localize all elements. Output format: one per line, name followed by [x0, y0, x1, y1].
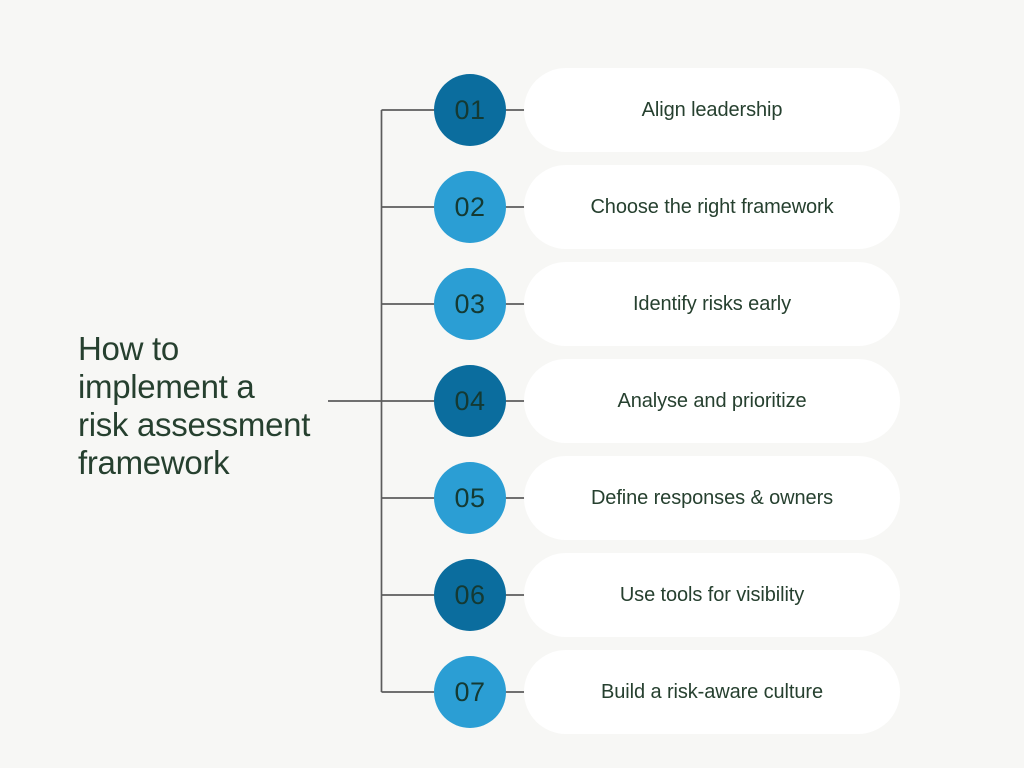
- step-label: Analyse and prioritize: [617, 389, 807, 412]
- step-card[interactable]: Choose the right framework: [524, 165, 900, 249]
- step-label: Define responses & owners: [590, 486, 834, 509]
- step-number: 05: [454, 482, 486, 513]
- step-card[interactable]: Define responses & owners: [524, 456, 900, 540]
- step-row[interactable]: Build a risk-aware culture 07: [434, 650, 900, 734]
- step-label: Choose the right framework: [590, 195, 834, 218]
- step-row[interactable]: Analyse and prioritize 04: [434, 359, 900, 443]
- step-label: Align leadership: [641, 98, 783, 121]
- step-badge-05[interactable]: 05: [434, 462, 506, 534]
- step-badge-07[interactable]: 07: [434, 656, 506, 728]
- title-line-1: How to: [78, 330, 179, 367]
- step-number: 07: [454, 676, 486, 707]
- step-row[interactable]: Identify risks early 03: [434, 262, 900, 346]
- title-line-4: framework: [78, 444, 230, 481]
- step-card[interactable]: Align leadership: [524, 68, 900, 152]
- step-card[interactable]: Identify risks early: [524, 262, 900, 346]
- step-badge-03[interactable]: 03: [434, 268, 506, 340]
- step-number: 01: [454, 94, 486, 125]
- title-line-3: risk assessment: [78, 406, 311, 443]
- step-card[interactable]: Analyse and prioritize: [524, 359, 900, 443]
- title-line-2: implement a: [78, 368, 255, 405]
- step-badge-01[interactable]: 01: [434, 74, 506, 146]
- step-number: 03: [454, 288, 486, 319]
- step-label: Build a risk-aware culture: [601, 680, 823, 703]
- step-badge-04[interactable]: 04: [434, 365, 506, 437]
- step-row[interactable]: Use tools for visibility 06: [434, 553, 900, 637]
- step-number: 06: [454, 579, 486, 610]
- page-title: How to implement a risk assessment frame…: [78, 330, 353, 482]
- step-card[interactable]: Use tools for visibility: [524, 553, 900, 637]
- step-card[interactable]: Build a risk-aware culture: [524, 650, 900, 734]
- step-row[interactable]: Align leadership 01: [434, 68, 900, 152]
- step-number: 04: [454, 385, 486, 416]
- step-label: Identify risks early: [632, 292, 792, 315]
- step-badge-06[interactable]: 06: [434, 559, 506, 631]
- step-badge-02[interactable]: 02: [434, 171, 506, 243]
- step-number: 02: [454, 191, 486, 222]
- step-row[interactable]: Choose the right framework 02: [434, 165, 900, 249]
- step-row[interactable]: Define responses & owners 05: [434, 456, 900, 540]
- step-label: Use tools for visibility: [619, 583, 805, 606]
